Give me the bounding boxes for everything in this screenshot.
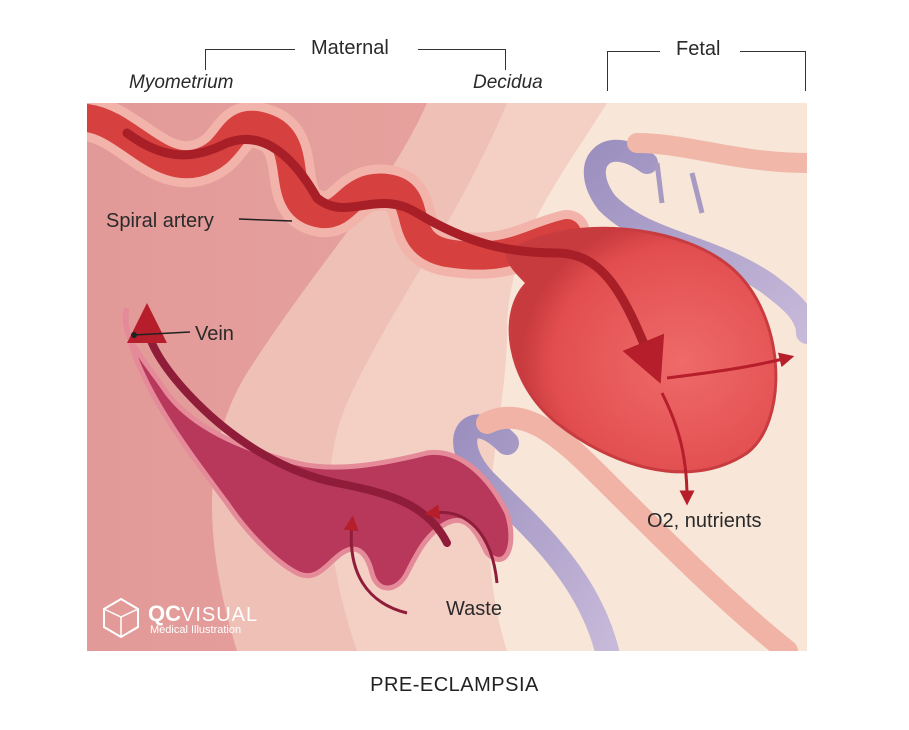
- fetal-bracket-right-tick: [805, 51, 806, 91]
- vein-inner-flow: [127, 303, 451, 547]
- vein-label: Vein: [195, 323, 234, 345]
- fetal-vessel-top-pink: [627, 133, 807, 173]
- spiral-artery-label: Spiral artery: [106, 210, 214, 232]
- fetal-vessel-bottom-pink: [476, 406, 798, 651]
- fetal-vessel-top-connector-a: [654, 162, 665, 204]
- maternal-bracket-left: [205, 49, 295, 50]
- waste-arrow-right: [424, 504, 499, 584]
- fetal-vessel-top-connector-b: [689, 172, 705, 214]
- logo-tagline: Medical Illustration: [150, 624, 242, 636]
- fetal-bracket-right: [740, 51, 806, 52]
- maternal-bracket-right-tick: [505, 49, 506, 70]
- maternal-bracket-right: [418, 49, 506, 50]
- artery-flow-arrow: [122, 128, 665, 384]
- waste-label: Waste: [446, 598, 502, 620]
- vein-leader-dot: [131, 332, 137, 338]
- vein-body: [122, 307, 514, 591]
- maternal-label: Maternal: [311, 37, 389, 59]
- vein-leader: [133, 331, 191, 336]
- o2-arrow-down: [660, 392, 695, 506]
- diagram-caption: PRE-ECLAMPSIA: [370, 674, 539, 696]
- logo-brand-bold: QC: [148, 601, 181, 626]
- spiral-artery-lumen: [87, 104, 581, 270]
- logo-brand-rest: VISUAL: [181, 604, 259, 626]
- fetal-bracket-left-tick: [607, 51, 608, 91]
- spiral-artery-leader: [238, 218, 293, 222]
- o2-nutrients-label: O2, nutrients: [647, 510, 762, 532]
- waste-arrow-left: [343, 515, 408, 615]
- fetal-label: Fetal: [676, 38, 721, 60]
- logo-mark-icon: [103, 597, 139, 639]
- fetal-bracket-left: [607, 51, 660, 52]
- placenta-illustration: [87, 103, 807, 651]
- o2-arrow-right: [666, 352, 795, 380]
- maternal-bracket-left-tick: [205, 49, 206, 70]
- decidua-label: Decidua: [473, 72, 543, 93]
- myometrium-label: Myometrium: [129, 72, 234, 93]
